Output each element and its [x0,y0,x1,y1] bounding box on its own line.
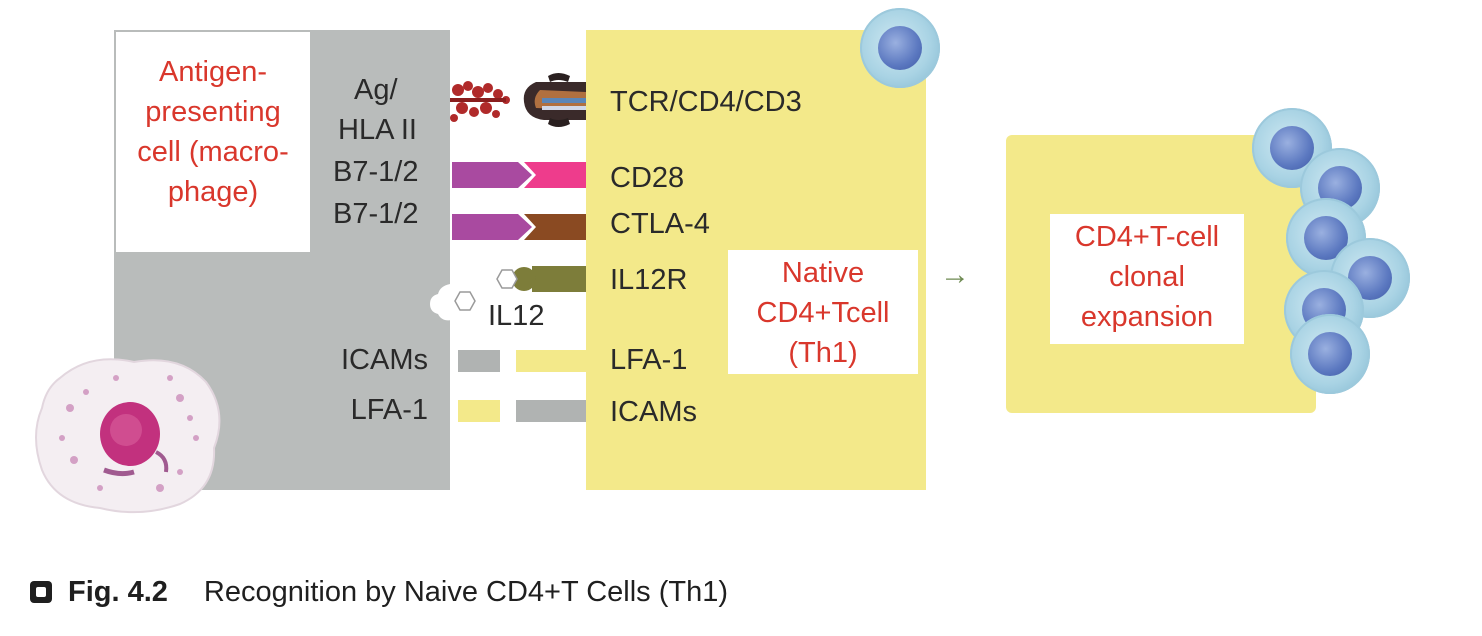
lymphocyte-icon [1252,108,1332,188]
tcell-label-line: CD4+Tcell [756,297,890,329]
lymphocyte-icon [860,8,940,88]
label-ag: Ag/ [354,74,398,106]
label-tcr: TCR/CD4/CD3 [610,86,802,118]
apc-label-line: cell (macro- [137,136,289,168]
tcell-label: Native CD4+Tcell (Th1) [728,250,918,374]
label-apc-icams: ICAMs [341,344,428,376]
b7-ligand-icon [452,162,532,188]
apc-label: Antigen- presenting cell (macro- phage) [116,32,310,252]
lfa1-ligand-icon [458,400,500,422]
expansion-arrow-icon: → [940,258,970,291]
label-tcell-lfa1: LFA-1 [610,344,688,376]
label-b7-second: B7-1/2 [333,198,419,230]
il12-cytokine-icon [496,269,518,289]
clonal-label-line: CD4+T-cell [1074,221,1220,253]
label-hla-ii: HLA II [338,114,417,146]
icams-receptor-icon [516,400,586,422]
clonal-label-line: expansion [1080,301,1214,333]
il12-cytokine-icon [454,291,476,311]
il12r-receptor-icon [532,266,586,292]
label-apc-lfa1: LFA-1 [350,394,428,426]
caption-square-icon [30,581,52,603]
apc-label-line: presenting [145,96,281,128]
receptor-ligand-graphics [450,73,586,422]
label-ctla4: CTLA-4 [610,208,710,240]
figure-number: Fig. 4.2 [68,575,168,608]
apc-label-line: Antigen- [158,56,267,88]
label-cd28: CD28 [610,162,685,194]
ctla4-receptor-icon [524,214,586,240]
label-tcell-icams: ICAMs [610,396,697,428]
figure-title: Recognition by Naive CD4+T Cells (Th1) [203,575,729,608]
macrophage-icon [35,358,221,514]
clonal-expansion-label: CD4+T-cell clonal expansion [1050,214,1244,344]
lfa1-receptor-icon [516,350,586,372]
tcell-label-line: (Th1) [788,337,858,369]
antigen-hla-complex-icon [450,81,510,122]
label-b7-first: B7-1/2 [333,156,419,188]
tcell-label-line: Native [781,257,865,289]
il12-release-icon [430,284,452,321]
apc-label-line: phage) [167,176,259,208]
cd28-receptor-icon [524,162,586,188]
clonal-label-line: clonal [1109,261,1185,293]
figure-caption: Fig. 4.2 Recognition by Naive CD4+T Cell… [30,570,728,614]
icams-ligand-icon [458,350,500,372]
tcr-complex-icon [523,73,586,127]
lymphocyte-icon [1290,314,1370,394]
label-il12: IL12 [488,300,545,332]
label-il12r: IL12R [610,264,688,296]
b7-ligand-icon [452,214,532,240]
